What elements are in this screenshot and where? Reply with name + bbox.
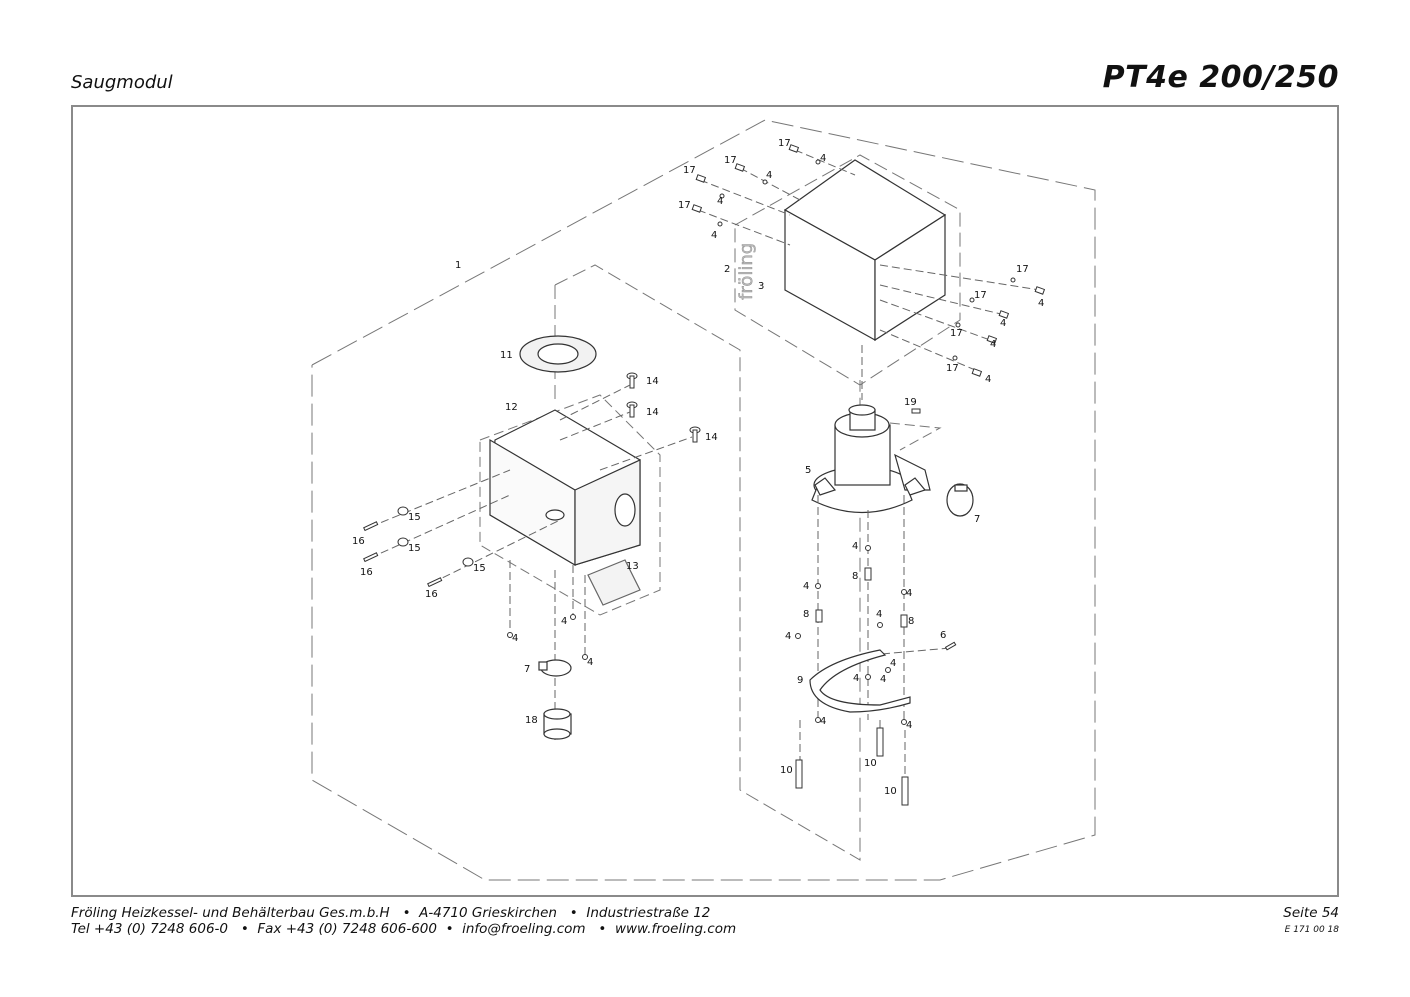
label-part-4: 17 [946, 363, 959, 374]
model-title: PT4e 200/250 [1102, 60, 1339, 95]
ring-gasket [519, 335, 597, 373]
label-part-17: 4 [990, 339, 996, 350]
label-part-8: 8 [908, 616, 914, 627]
group-left-outline [554, 264, 861, 861]
label-part-11: 11 [500, 350, 513, 361]
drawing-frame [71, 105, 1339, 897]
label-part-7: 7 [974, 514, 980, 525]
label-part-4: 4 [853, 673, 859, 684]
cover-group-outline [734, 154, 961, 386]
label-part-8: 8 [803, 609, 809, 620]
label-part-4: 4 [890, 658, 896, 669]
label-part-17: 17 [683, 165, 696, 176]
section-title: Saugmodul [71, 72, 173, 93]
label-part-4: 17 [974, 290, 987, 301]
label-part-9: 9 [797, 675, 803, 686]
label-part-19: 19 [904, 397, 917, 408]
label-part-4: 4 [820, 716, 826, 727]
hose-clamp [538, 659, 572, 677]
label-part-17: 4 [985, 374, 991, 385]
suction-motor [811, 404, 931, 513]
document-code: E 171 00 18 [1284, 925, 1339, 935]
footer-company-line: Fröling Heizkessel- und Behälterbau Ges.… [71, 905, 711, 921]
label-part-4: 4 [906, 588, 912, 599]
label-part-4: 17 [1016, 264, 1029, 275]
label-part-4: 4 [852, 541, 858, 552]
brand-mark: fröling [736, 243, 757, 300]
label-part-16: 16 [425, 589, 438, 600]
label-part-15: 15 [408, 543, 421, 554]
label-part-15: 15 [408, 512, 421, 523]
label-part-4: 4 [766, 170, 772, 181]
label-part-17: 4 [1038, 298, 1044, 309]
label-part-16: 16 [352, 536, 365, 547]
hose-clamp-right [946, 483, 974, 517]
label-part-10: 10 [884, 786, 897, 797]
label-part-10: 10 [780, 765, 793, 776]
label-part-14: 14 [705, 432, 718, 443]
label-part-3: 3 [758, 281, 764, 292]
label-part-1: 1 [455, 260, 461, 271]
label-part-6: 6 [940, 630, 946, 641]
label-part-4: 4 [803, 581, 809, 592]
label-part-14: 14 [646, 407, 659, 418]
cover-box [783, 159, 947, 342]
label-part-4: 17 [950, 328, 963, 339]
label-part-18: 18 [525, 715, 538, 726]
label-part-15: 15 [473, 563, 486, 574]
label-part-10: 10 [864, 758, 877, 769]
label-part-17: 4 [1000, 318, 1006, 329]
label-part-17: 17 [778, 138, 791, 149]
label-part-4: 4 [711, 230, 717, 241]
label-part-8: 8 [852, 571, 858, 582]
label-part-7: 7 [524, 664, 530, 675]
label-part-4: 4 [880, 674, 886, 685]
label-part-16: 16 [360, 567, 373, 578]
label-part-4: 4 [512, 633, 518, 644]
label-part-4: 4 [785, 631, 791, 642]
mounting-bracket [809, 649, 911, 713]
label-part-14: 14 [646, 376, 659, 387]
pipe-sleeve [543, 708, 572, 740]
label-part-12: 12 [505, 402, 518, 413]
page-number: Seite 54 [1283, 905, 1339, 921]
label-part-4: 4 [876, 609, 882, 620]
label-part-4: 4 [717, 196, 723, 207]
filter-box [489, 409, 641, 606]
label-part-5: 5 [805, 465, 811, 476]
label-part-2: 2 [724, 264, 730, 275]
label-part-4: 4 [906, 720, 912, 731]
label-part-4: 4 [587, 657, 593, 668]
label-part-17: 17 [724, 155, 737, 166]
label-part-4: 4 [820, 153, 826, 164]
label-part-4: 4 [561, 616, 567, 627]
label-part-13: 13 [626, 561, 639, 572]
group-1-outline [311, 119, 1096, 881]
motor-group-outline [859, 419, 942, 451]
box-group-outline [479, 394, 661, 616]
footer-contact-line: Tel +43 (0) 7248 606-0 • Fax +43 (0) 724… [71, 921, 737, 937]
label-part-17: 17 [678, 200, 691, 211]
